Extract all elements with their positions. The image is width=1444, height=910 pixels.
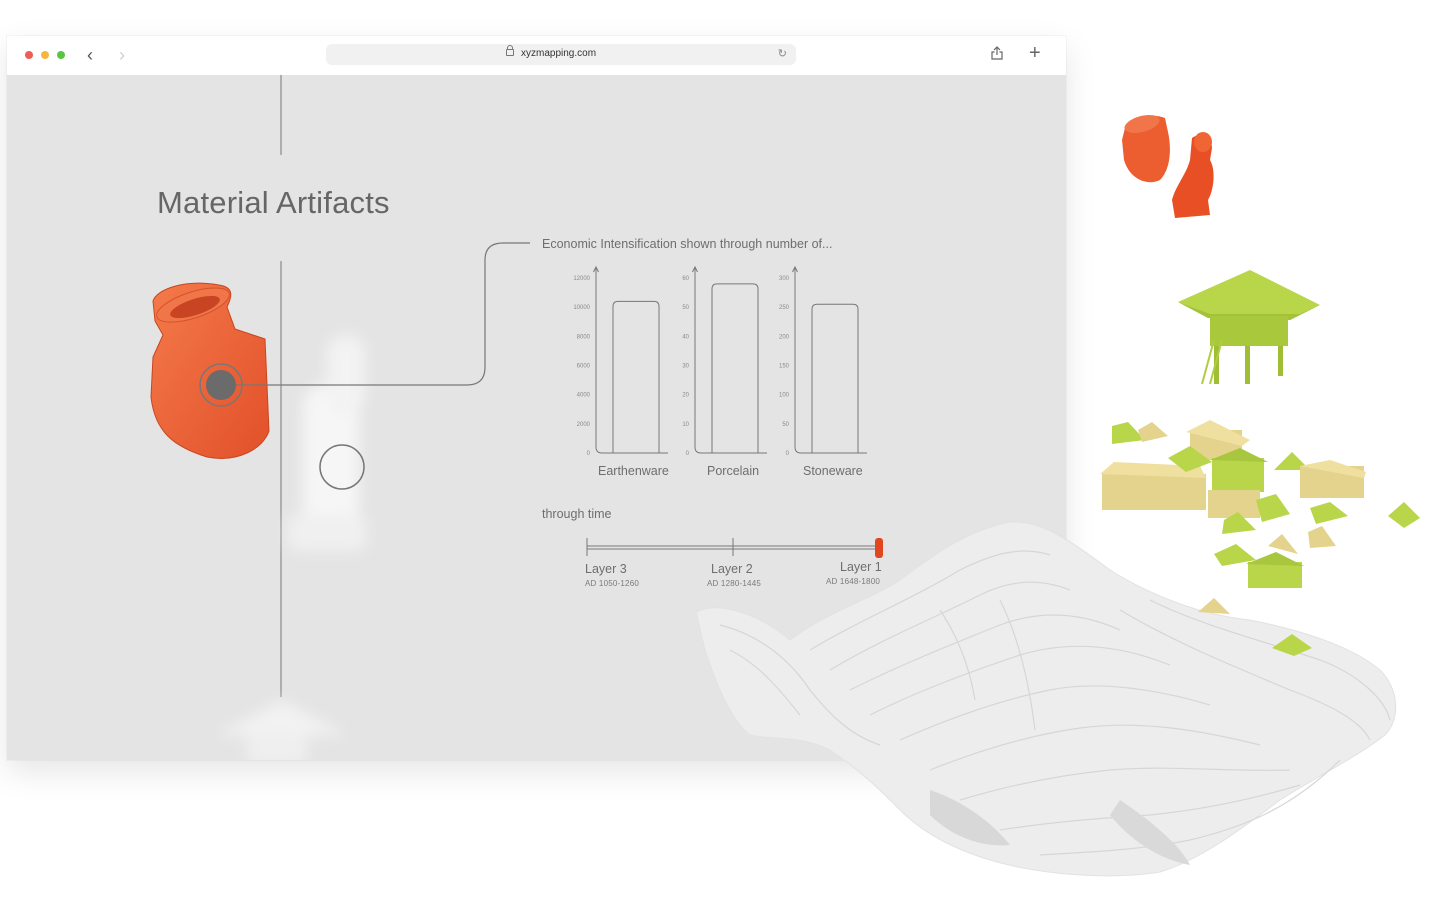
chart-axis-0: [595, 268, 668, 454]
orange-figure-model: [1172, 132, 1214, 218]
y-tick-label: 8000: [577, 334, 591, 340]
timeline-layer-1-date: AD 1648-1800: [826, 577, 880, 586]
y-tick-label: 50: [782, 422, 789, 428]
axis-arrow-icon: [692, 265, 698, 273]
y-tick-label: 6000: [577, 364, 591, 370]
y-tick-label: 150: [779, 364, 790, 370]
axis-arrow-icon: [792, 265, 798, 273]
back-arrow-icon[interactable]: ‹: [87, 45, 93, 65]
chart-axis-2: [794, 268, 867, 454]
chart-axis-1: [694, 268, 767, 454]
bar-chart-2: 0 50 100 150 200 250 300: [779, 265, 867, 457]
bar-porcelain[interactable]: [711, 283, 759, 453]
y-tick-label: 60: [682, 276, 689, 282]
browser-toolbar: ‹ › xyzmapping.com ↻ +: [7, 36, 1066, 75]
address-bar[interactable]: xyzmapping.com ↻: [326, 44, 796, 65]
timeline-label: through time: [542, 507, 612, 521]
chart-category-earthenware: Earthenware: [598, 464, 669, 478]
connector-line: [221, 242, 530, 386]
statue-hotspot[interactable]: [319, 444, 365, 490]
new-tab-icon[interactable]: +: [1029, 42, 1041, 64]
village-model: [1100, 420, 1420, 656]
close-window-dot[interactable]: [25, 51, 33, 59]
bar-earthenware[interactable]: [612, 300, 660, 453]
url-text: xyzmapping.com: [521, 48, 597, 59]
timeline[interactable]: [586, 538, 883, 558]
browser-window: ‹ › xyzmapping.com ↻ +: [7, 36, 1066, 760]
orange-vase-model: [1122, 114, 1170, 183]
y-tick-label: 100: [779, 393, 790, 399]
vase-artifact[interactable]: [150, 281, 270, 459]
y-tick-label: 50: [682, 305, 689, 311]
y-tick-label: 10000: [573, 305, 590, 311]
blurred-statue: [287, 335, 367, 551]
y-tick-label: 4000: [577, 393, 591, 399]
timeline-layer-2[interactable]: Layer 2: [711, 562, 753, 576]
bar-stoneware[interactable]: [811, 303, 859, 453]
reload-icon[interactable]: ↻: [777, 48, 787, 60]
y-tick-label: 250: [779, 305, 790, 311]
bar-chart-0: 0 2000 4000 6000 8000 10000 12000: [573, 265, 668, 457]
timeline-layer-1[interactable]: Layer 1: [840, 560, 882, 574]
share-icon[interactable]: [991, 46, 1003, 60]
y-tick-label: 10: [682, 422, 689, 428]
minimize-window-dot[interactable]: [41, 51, 49, 59]
blurred-hut: [217, 700, 347, 760]
y-tick-label: 200: [779, 334, 790, 340]
bar-chart-1: 0 10 20 30 40 50 60: [682, 265, 767, 457]
green-stilt-house-model: [1178, 270, 1320, 385]
y-tick-label: 300: [779, 276, 790, 282]
chart-subtitle: Economic Intensification shown through n…: [542, 237, 833, 251]
timeline-layer-3-date: AD 1050-1260: [585, 579, 639, 588]
timeline-layer-2-date: AD 1280-1445: [707, 579, 761, 588]
vase-hotspot-ring[interactable]: [199, 363, 243, 407]
page-title: Material Artifacts: [157, 185, 390, 220]
content-graphics: 0200040006000800010000120000102030405060…: [150, 75, 883, 760]
y-tick-label: 0: [786, 451, 790, 457]
maximize-window-dot[interactable]: [57, 51, 65, 59]
timeline-layer-3[interactable]: Layer 3: [585, 562, 627, 576]
axis-arrow-icon: [593, 265, 599, 273]
y-tick-label: 2000: [577, 422, 591, 428]
forward-arrow-icon[interactable]: ›: [119, 45, 125, 65]
y-tick-label: 0: [587, 451, 591, 457]
chart-category-stoneware: Stoneware: [803, 464, 863, 478]
lock-icon: [506, 45, 514, 56]
bar-charts: 0200040006000800010000120000102030405060…: [573, 265, 867, 457]
timeline-handle[interactable]: [875, 538, 883, 558]
y-tick-label: 40: [682, 334, 689, 340]
y-tick-label: 30: [682, 364, 689, 370]
y-tick-label: 20: [682, 393, 689, 399]
chart-category-porcelain: Porcelain: [707, 464, 760, 478]
y-tick-label: 0: [686, 451, 690, 457]
vase-hotspot[interactable]: [206, 370, 236, 400]
terrain-model: [695, 521, 1397, 877]
y-tick-label: 12000: [573, 276, 590, 282]
